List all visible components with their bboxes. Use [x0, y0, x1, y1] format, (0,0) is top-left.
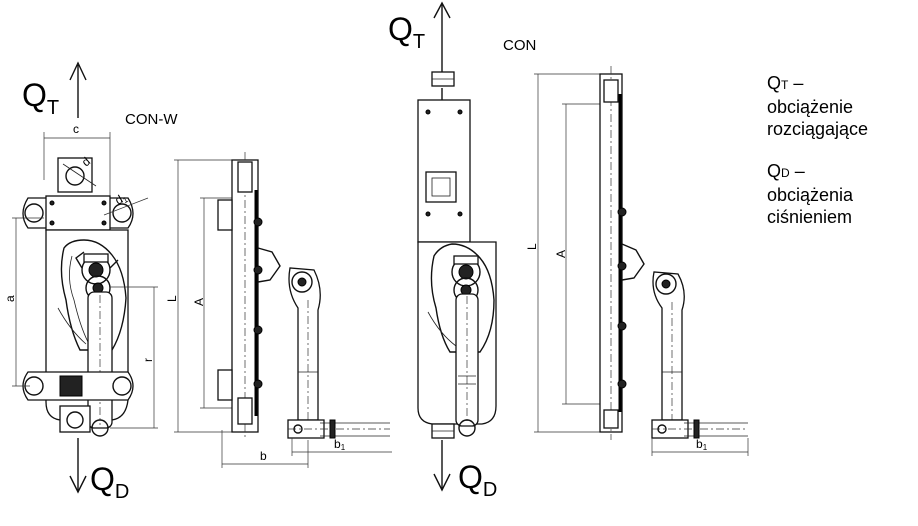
- q-t-label: QT: [388, 11, 425, 53]
- legend-symbol-q-d: QD –: [767, 161, 805, 181]
- dimension-b1-side-2: b1: [696, 437, 708, 452]
- con-label: CON: [503, 37, 536, 54]
- legend-text-line2: ciśnieniem: [767, 207, 853, 227]
- q-t-label: QT: [22, 77, 59, 119]
- con-w-front-view: QT CON-W c d d1: [3, 61, 178, 503]
- legend: QT – obciążenie rozciągające QD – obciąż…: [767, 72, 915, 248]
- dimension-a: a: [3, 295, 17, 302]
- legend-text-line1: obciążenia: [767, 185, 854, 205]
- con-w-side-view: L A b: [165, 152, 392, 468]
- con-side-view: L A b1: [525, 66, 749, 456]
- legend-symbol-q-t: QT –: [767, 73, 804, 93]
- dimension-c: c: [73, 122, 79, 136]
- q-d-arrow-icon: [433, 440, 451, 492]
- dimension-l-side-2: L: [525, 243, 539, 250]
- dimension-b1-side-1: b1: [334, 437, 346, 452]
- q-d-label: QD: [90, 461, 129, 503]
- q-d-arrow-icon: [69, 438, 87, 494]
- q-t-arrow-icon: [433, 1, 451, 72]
- legend-text-line1: obciążenie: [767, 97, 854, 117]
- dimension-b-side-1: b: [260, 449, 267, 463]
- q-d-label: QD: [458, 459, 497, 501]
- con-front-view: QT CON QD: [388, 1, 536, 501]
- dimension-a-side-1: A: [192, 298, 206, 306]
- legend-entry-tension: QT – obciążenie rozciągające: [767, 72, 915, 140]
- legend-entry-pressure: QD – obciążenia ciśnieniem: [767, 160, 915, 228]
- q-t-arrow-icon: [69, 61, 87, 118]
- con-w-label: CON-W: [125, 111, 178, 128]
- dimension-r: r: [141, 358, 155, 362]
- dimension-a-side-2: A: [554, 250, 568, 258]
- legend-text-line2: rozciągające: [767, 119, 869, 139]
- dimension-l-side-1: L: [165, 295, 179, 302]
